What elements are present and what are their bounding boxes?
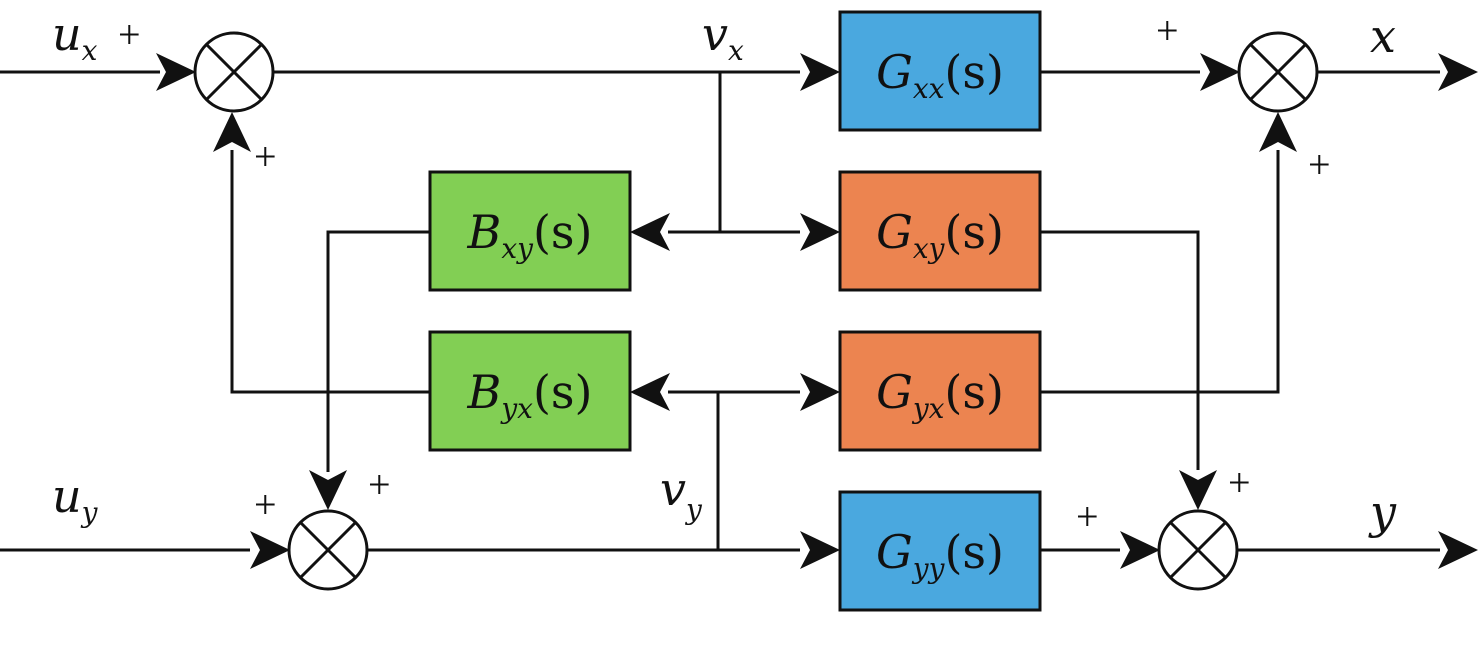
sign-sum3-bottom: + xyxy=(1308,142,1331,187)
block-gxx: Gxx(s) xyxy=(838,10,1042,132)
svg-text:Gyy(s): Gyy(s) xyxy=(876,525,1004,585)
arrow-into-sum4-left xyxy=(1120,531,1160,569)
label-y: y xyxy=(1368,485,1397,539)
svg-text:Gyx(s): Gyx(s) xyxy=(876,365,1004,425)
sign-sum1-left: + xyxy=(118,12,141,57)
arrow-x-out xyxy=(1438,53,1478,91)
sign-sum4-top: + xyxy=(1228,460,1251,505)
arrowheads xyxy=(156,53,1478,569)
block-bxy: Bxy(s) xyxy=(428,170,632,292)
sign-sum4-left: + xyxy=(1076,494,1099,539)
arrow-into-bxy xyxy=(630,213,670,251)
label-vy: vy xyxy=(660,462,703,526)
block-gyy: Gyy(s) xyxy=(838,490,1042,612)
arrow-into-gxy xyxy=(800,213,840,251)
svg-text:Gxy(s): Gxy(s) xyxy=(876,205,1004,265)
wire-byx-out xyxy=(230,150,430,394)
arrow-into-sum4-top xyxy=(1179,470,1217,510)
arrow-y-out xyxy=(1438,531,1478,569)
label-uy: uy xyxy=(52,469,99,529)
arrow-into-sum3-bottom xyxy=(1259,112,1297,152)
arrow-into-sum2-top xyxy=(309,470,347,510)
arrow-into-sum1-left xyxy=(156,53,196,91)
plus-signs: + + + + + + + + xyxy=(118,8,1331,539)
label-x: x xyxy=(1370,9,1396,63)
svg-text:Bxy(s): Bxy(s) xyxy=(467,205,593,265)
wire-gyx-out xyxy=(1040,150,1280,394)
sign-sum1-bottom: + xyxy=(254,134,277,179)
block-byx: Byx(s) xyxy=(428,330,632,452)
block-gyx: Gyx(s) xyxy=(838,330,1042,452)
summing-junction-1 xyxy=(193,31,275,113)
block-gxy: Gxy(s) xyxy=(838,170,1042,292)
sign-sum2-left: + xyxy=(254,482,277,527)
summing-junction-3 xyxy=(1237,31,1319,113)
sign-sum3-left: + xyxy=(1156,8,1179,53)
wire-gxy-out xyxy=(1040,230,1200,470)
wire-bxy-out xyxy=(326,230,430,472)
sign-sum2-top: + xyxy=(368,462,391,507)
svg-text:Byx(s): Byx(s) xyxy=(467,365,593,425)
arrow-into-sum1-bottom xyxy=(213,112,251,152)
label-vx: vx xyxy=(702,7,744,67)
svg-text:Gxx(s): Gxx(s) xyxy=(876,45,1004,105)
signal-wires xyxy=(0,70,1440,552)
arrow-into-sum2-left xyxy=(250,531,290,569)
arrow-into-gxx xyxy=(800,53,840,91)
summing-junction-2 xyxy=(287,509,369,591)
arrow-into-gyx xyxy=(800,373,840,411)
arrow-into-gyy xyxy=(800,531,840,569)
summing-junction-4 xyxy=(1157,509,1239,591)
label-ux: ux xyxy=(52,7,98,67)
arrow-into-sum3-left xyxy=(1200,53,1240,91)
arrow-into-byx xyxy=(630,373,670,411)
